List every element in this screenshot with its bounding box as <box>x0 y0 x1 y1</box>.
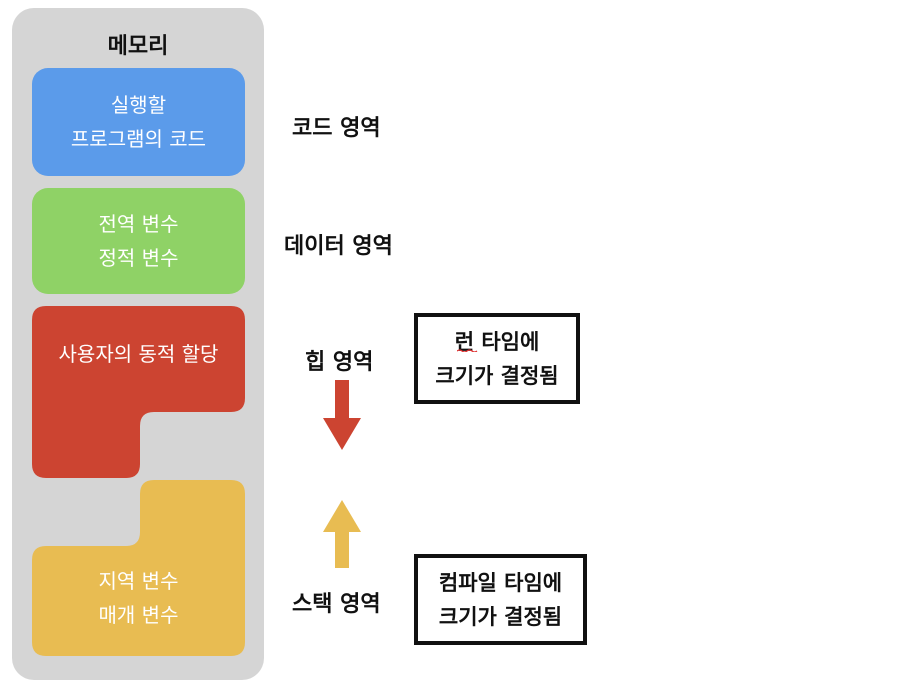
runtime-note-line-1: 런 타임에 <box>418 325 576 359</box>
data-block-line-2: 정적 변수 <box>98 246 179 270</box>
stack-growth-up-arrow-icon <box>323 500 361 568</box>
compile-note-box: 컴파일 타임에 크기가 결정됨 <box>414 554 587 645</box>
stack-block-label: 지역 변수 매개 변수 <box>32 564 245 632</box>
memory-panel: 메모리 실행할 프로그램의 코드 전역 변수 정적 변수 사용자의 동적 할당 … <box>12 8 264 680</box>
compile-note-line-1: 컴파일 타임에 <box>438 570 563 595</box>
heap-block <box>32 306 245 478</box>
memory-title: 메모리 <box>107 34 169 59</box>
data-block: 전역 변수 정적 변수 <box>32 188 245 294</box>
stack-block <box>32 480 245 656</box>
heap-growth-down-arrow-icon <box>323 380 361 450</box>
runtime-note-word: 런 <box>455 330 478 354</box>
stack-block-line-1: 지역 변수 <box>98 569 179 593</box>
code-block-line-2: 프로그램의 코드 <box>70 127 207 151</box>
runtime-note-line-2: 크기가 결정됨 <box>435 363 559 388</box>
heap-block-label: 사용자의 동적 할당 <box>58 342 219 366</box>
data-region-label: 데이터 영역 <box>284 234 393 259</box>
spellcheck-underline-icon <box>456 348 478 352</box>
stack-block-line-2: 매개 변수 <box>98 603 179 627</box>
data-block-line-1: 전역 변수 <box>98 212 179 236</box>
compile-note-line-2: 크기가 결정됨 <box>438 604 563 629</box>
runtime-note-box: 런 타임에 크기가 결정됨 <box>414 313 580 404</box>
code-region-label: 코드 영역 <box>292 116 381 141</box>
stack-region-label: 스택 영역 <box>292 592 381 617</box>
code-block-line-1: 실행할 <box>110 93 167 117</box>
code-block: 실행할 프로그램의 코드 <box>32 68 245 176</box>
heap-region-label: 힙 영역 <box>305 350 374 375</box>
runtime-note-rest: 타임에 <box>474 329 540 354</box>
